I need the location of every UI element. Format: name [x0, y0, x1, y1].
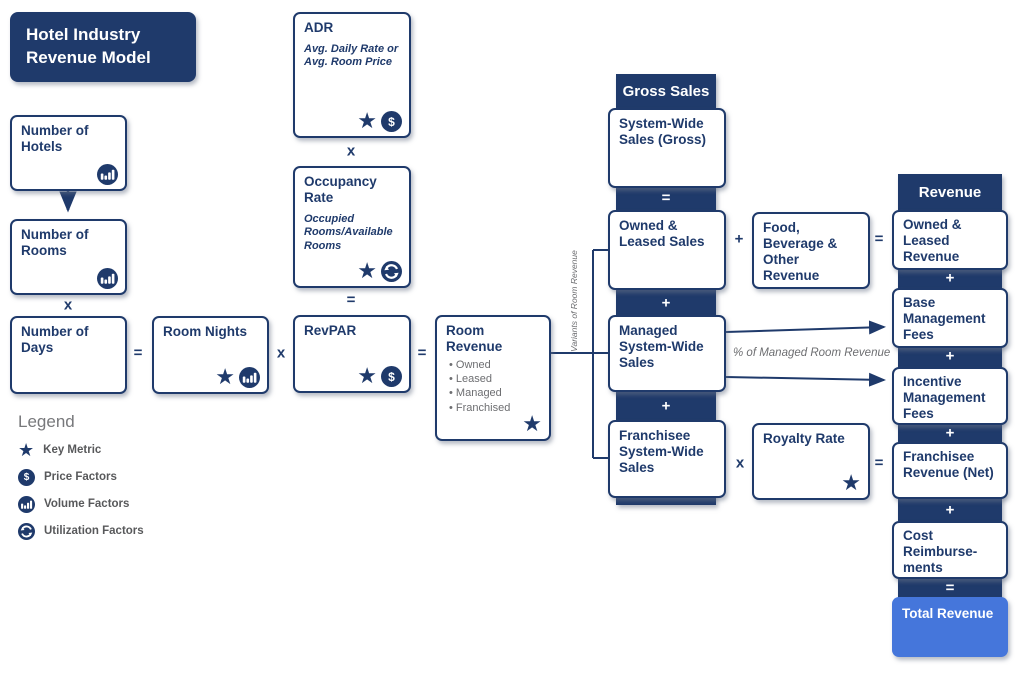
- arrow-managed-to-incentive-fees: [725, 372, 886, 387]
- box-owned-leased-revenue: Owned & Leased Revenue: [892, 210, 1008, 270]
- box-subtitle: Occupied Rooms/Available Rooms: [304, 212, 393, 252]
- operator-multiply: x: [276, 344, 286, 362]
- star-icon: ★: [357, 364, 377, 389]
- star-icon: ★: [18, 439, 35, 461]
- box-food-beverage-other-revenue: Food, Beverage & Other Revenue: [752, 212, 870, 289]
- list-item: Franchised: [449, 401, 540, 415]
- sync-icon: [18, 522, 35, 540]
- annotation-pct-managed-room-revenue: % of Managed Room Revenue: [733, 347, 891, 359]
- box-number-of-rooms: Number of Rooms: [10, 219, 127, 295]
- box-revpar: RevPAR ★ $: [293, 315, 411, 393]
- box-managed-system-wide-sales: Managed System-Wide Sales: [608, 315, 726, 392]
- box-occupancy-rate: Occupancy Rate Occupied Rooms/Available …: [293, 166, 411, 288]
- page-title: Hotel Industry Revenue Model: [10, 12, 196, 82]
- box-title: Room Revenue: [446, 323, 503, 354]
- box-title: ADR: [304, 20, 334, 35]
- legend-item-label: Key Metric: [43, 444, 102, 456]
- box-room-nights: Room Nights ★: [152, 316, 269, 394]
- star-icon: ★: [841, 471, 861, 496]
- dollar-icon: $: [381, 366, 402, 387]
- star-icon: ★: [522, 412, 542, 437]
- operator-plus: +: [945, 424, 955, 442]
- box-title: Base Management Fees: [903, 295, 986, 342]
- operator-multiply: x: [735, 454, 745, 472]
- operator-multiply: x: [346, 142, 356, 160]
- legend-item-volume-factors: Volume Factors: [18, 495, 144, 513]
- star-icon: ★: [357, 259, 377, 284]
- box-adr: ADR Avg. Daily Rate or Avg. Room Price ★…: [293, 12, 411, 138]
- box-number-of-hotels: Number of Hotels: [10, 115, 127, 191]
- legend-heading: Legend: [18, 412, 75, 431]
- legend-item-utilization-factors: Utilization Factors: [18, 522, 144, 540]
- box-title: Franchisee System-Wide Sales: [619, 428, 704, 475]
- box-franchisee-revenue-net: Franchisee Revenue (Net): [892, 442, 1008, 499]
- list-item: Leased: [449, 372, 540, 386]
- box-total-revenue: Total Revenue: [892, 597, 1008, 657]
- star-icon: ★: [357, 109, 377, 134]
- operator-plus: +: [661, 294, 671, 312]
- box-franchisee-system-wide-sales: Franchisee System-Wide Sales: [608, 420, 726, 498]
- box-subtitle: Avg. Daily Rate or Avg. Room Price: [304, 42, 399, 69]
- box-system-wide-sales-gross: System-Wide Sales (Gross): [608, 108, 726, 188]
- box-number-of-days: Number of Days: [10, 316, 127, 394]
- operator-plus: +: [945, 347, 955, 365]
- gross-sales-header: Gross Sales: [616, 74, 716, 108]
- box-title: Managed System-Wide Sales: [619, 323, 704, 370]
- legend-item-label: Price Factors: [44, 471, 117, 483]
- operator-plus: +: [945, 501, 955, 519]
- box-title: Royalty Rate: [763, 431, 845, 446]
- operator-equals: =: [417, 344, 427, 362]
- box-base-management-fees: Base Management Fees: [892, 288, 1008, 348]
- operator-equals: =: [874, 230, 884, 248]
- operator-equals: =: [661, 189, 671, 207]
- operator-equals: =: [945, 579, 955, 597]
- box-title: Number of Days: [21, 324, 89, 355]
- dollar-icon: $: [18, 468, 35, 486]
- dollar-icon: $: [381, 111, 402, 132]
- operator-plus: +: [945, 269, 955, 287]
- box-title: Number of Hotels: [21, 123, 89, 154]
- box-title: Occupancy Rate: [304, 174, 377, 205]
- annotation-variants-of-room-revenue: Variants of Room Revenue: [569, 250, 579, 352]
- box-title: Franchisee Revenue (Net): [903, 449, 994, 480]
- bar-chart-icon: [97, 164, 118, 185]
- box-title: RevPAR: [304, 323, 357, 338]
- legend-item-label: Utilization Factors: [44, 525, 144, 537]
- list-item: Managed: [449, 386, 540, 400]
- list-item: Owned: [449, 358, 540, 372]
- box-title: Owned & Leased Sales: [619, 218, 705, 249]
- room-revenue-variants-list: Owned Leased Managed Franchised: [449, 358, 540, 415]
- operator-plus: +: [661, 397, 671, 415]
- bar-chart-icon: [18, 495, 35, 513]
- arrow-managed-to-base-fees: [725, 320, 886, 335]
- bar-chart-icon: [239, 367, 260, 388]
- operator-equals: =: [346, 291, 356, 309]
- legend-item-label: Volume Factors: [44, 498, 130, 510]
- bar-chart-icon: [97, 268, 118, 289]
- operator-plus: +: [734, 230, 744, 248]
- revenue-header: Revenue: [898, 174, 1002, 210]
- box-title: Food, Beverage & Other Revenue: [763, 220, 838, 283]
- box-incentive-management-fees: Incentive Management Fees: [892, 367, 1008, 425]
- legend-item-price-factors: $ Price Factors: [18, 468, 144, 486]
- box-title: Cost Reimburse-ments: [903, 528, 978, 575]
- box-title: System-Wide Sales (Gross): [619, 116, 707, 147]
- operator-multiply: x: [63, 296, 73, 314]
- legend: Legend ★ Key Metric $ Price Factors Volu…: [18, 412, 144, 549]
- box-owned-leased-sales: Owned & Leased Sales: [608, 210, 726, 290]
- star-icon: ★: [215, 365, 235, 390]
- box-title: Owned & Leased Revenue: [903, 217, 962, 264]
- box-cost-reimbursements: Cost Reimburse-ments: [892, 521, 1008, 579]
- operator-equals: =: [874, 454, 884, 472]
- operator-equals: =: [133, 344, 143, 362]
- box-title: Incentive Management Fees: [903, 374, 986, 421]
- box-royalty-rate: Royalty Rate ★: [752, 423, 870, 500]
- box-title: Room Nights: [163, 324, 247, 339]
- legend-item-key-metric: ★ Key Metric: [18, 441, 144, 459]
- box-room-revenue: Room Revenue Owned Leased Managed Franch…: [435, 315, 551, 441]
- sync-icon: [381, 261, 402, 282]
- box-title: Number of Rooms: [21, 227, 89, 258]
